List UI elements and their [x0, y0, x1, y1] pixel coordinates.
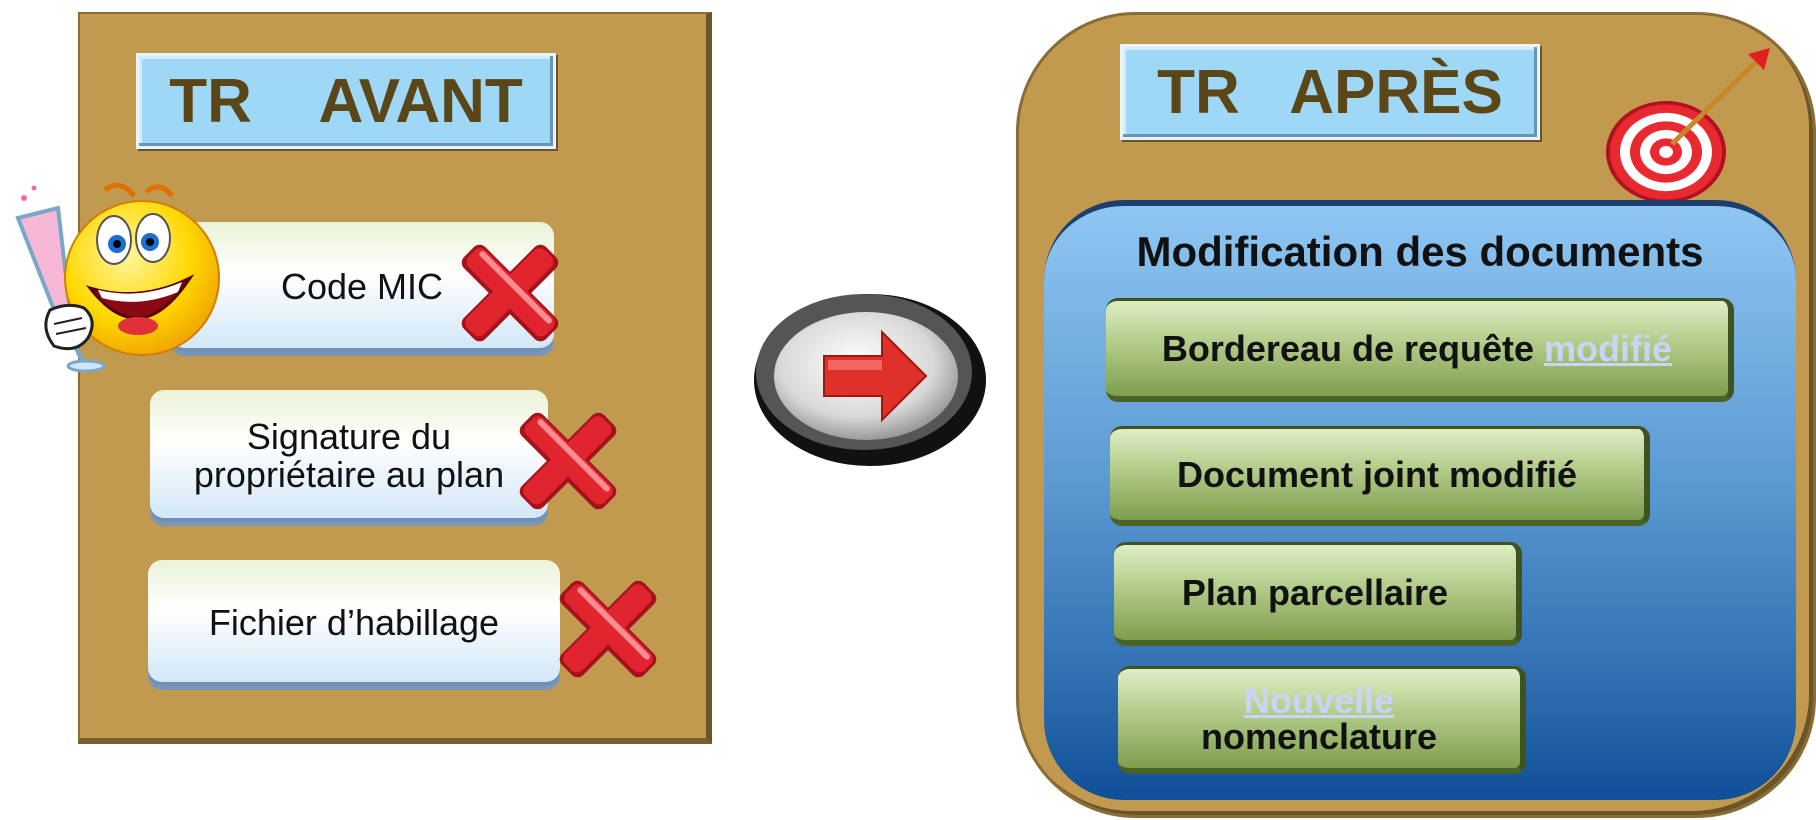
item-document-joint-label: Document joint modifié: [1177, 453, 1577, 495]
item-bordereau-label: Bordereau de requête: [1161, 327, 1545, 369]
item-fichier-label: Fichier d’habillage: [208, 602, 500, 644]
red-x-icon: [559, 580, 657, 678]
item-signature-line1: Signature du: [246, 416, 452, 458]
red-x-icon: [519, 412, 617, 510]
item-bordereau-highlight: modifié: [1544, 327, 1673, 369]
after-title: TR APRÈS: [1120, 44, 1540, 140]
red-x-icon: [461, 244, 559, 342]
smiley-toast-icon: [15, 182, 220, 373]
modification-title: Modification des documents: [1136, 228, 1704, 275]
target-dart-icon: [1606, 48, 1770, 204]
item-plan-label: Plan parcellaire: [1181, 571, 1449, 613]
item-nomenclature-label: nomenclature: [1200, 715, 1438, 757]
before-title: TR AVANT: [136, 53, 556, 149]
item-bordereau: Bordereau de requête modifié: [1106, 298, 1734, 402]
item-nomenclature: Nouvelle nomenclature: [1118, 666, 1526, 774]
item-nomenclature-highlight: Nouvelle: [1243, 679, 1395, 721]
item-plan-parcellaire: Plan parcellaire: [1114, 542, 1522, 646]
item-document-joint: Document joint modifié: [1110, 426, 1650, 526]
item-code-mic-label: Code MIC: [280, 266, 444, 308]
item-fichier-habillage: Fichier d’habillage: [148, 560, 560, 686]
item-signature-line2: propriétaire au plan: [193, 454, 505, 495]
arrow-right-button-icon: [754, 294, 986, 466]
item-signature: Signature du propriétaire au plan: [150, 390, 548, 522]
